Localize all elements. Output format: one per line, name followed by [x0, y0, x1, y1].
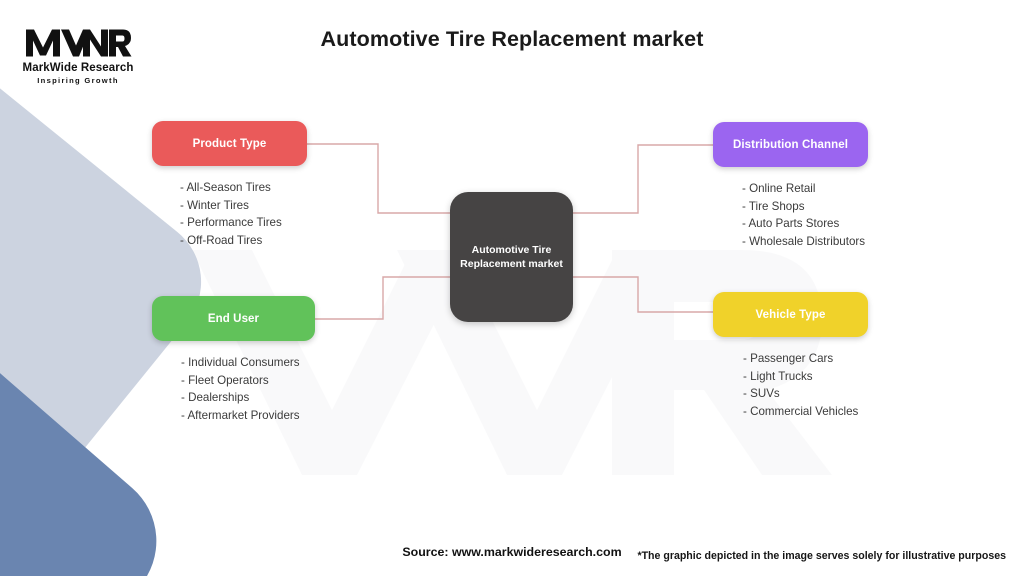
- connector-product-type: [306, 143, 452, 214]
- group-items-distribution-channel: - Online Retail - Tire Shops - Auto Part…: [713, 180, 868, 250]
- list-item: - Auto Parts Stores: [742, 217, 840, 230]
- list-item: - Performance Tires: [180, 216, 282, 229]
- list-item: - Off-Road Tires: [180, 233, 263, 247]
- list-item: - Individual Consumers: [181, 356, 300, 369]
- list-item: - Aftermarket Providers: [181, 408, 300, 422]
- center-node-line2: Replacement market: [460, 258, 563, 270]
- disclaimer-text: *The graphic depicted in the image serve…: [637, 550, 1006, 562]
- list-item: - Wholesale Distributors: [742, 234, 866, 248]
- brand-name: MarkWide Research: [22, 62, 134, 74]
- group-distribution-channel: Distribution Channel - Online Retail - T…: [713, 122, 868, 266]
- list-item: - Winter Tires: [180, 198, 249, 212]
- connector-distribution-channel: [572, 144, 713, 214]
- group-items-product-type: - All-Season Tires - Winter Tires - Perf…: [152, 179, 307, 249]
- source-text: Source: www.markwideresearch.com: [402, 545, 622, 559]
- mwr-monogram-icon: [26, 29, 132, 57]
- group-chip-distribution-channel[interactable]: Distribution Channel: [713, 122, 868, 167]
- group-vehicle-type: Vehicle Type - Passenger Cars - Light Tr…: [713, 292, 868, 436]
- group-items-vehicle-type: - Passenger Cars - Light Trucks - SUVs -…: [713, 350, 868, 420]
- connector-end-user: [315, 276, 452, 320]
- group-chip-end-user[interactable]: End User: [152, 296, 315, 341]
- group-end-user: End User - Individual Consumers - Fleet …: [152, 296, 315, 440]
- list-item: - Commercial Vehicles: [743, 404, 859, 418]
- list-item: - SUVs: [743, 387, 780, 400]
- list-item: - All-Season Tires: [180, 181, 271, 194]
- list-item: - Passenger Cars: [743, 352, 834, 365]
- group-label-vehicle-type: Vehicle Type: [755, 308, 826, 321]
- list-item: - Fleet Operators: [181, 373, 269, 387]
- group-label-end-user: End User: [207, 312, 260, 325]
- list-item: - Light Trucks: [743, 369, 813, 383]
- list-item: - Tire Shops: [742, 199, 805, 213]
- group-label-product-type: Product Type: [192, 137, 267, 150]
- group-chip-product-type[interactable]: Product Type: [152, 121, 307, 166]
- center-node-line1: Automotive Tire: [471, 243, 552, 256]
- group-items-end-user: - Individual Consumers - Fleet Operators…: [152, 354, 315, 424]
- group-product-type: Product Type - All-Season Tires - Winter…: [152, 121, 307, 265]
- center-node[interactable]: Automotive Tire Replacement market: [450, 192, 573, 322]
- brand-tagline: Inspiring Growth: [37, 76, 119, 85]
- list-item: - Online Retail: [742, 182, 816, 195]
- brand-logo: MarkWide Research Inspiring Growth: [18, 24, 138, 85]
- group-chip-vehicle-type[interactable]: Vehicle Type: [713, 292, 868, 337]
- center-node-label: Automotive Tire Replacement market: [452, 243, 571, 271]
- group-label-distribution-channel: Distribution Channel: [732, 138, 849, 151]
- page-title: Automotive Tire Replacement market: [320, 27, 704, 51]
- list-item: - Dealerships: [181, 391, 250, 404]
- connector-vehicle-type: [572, 276, 713, 313]
